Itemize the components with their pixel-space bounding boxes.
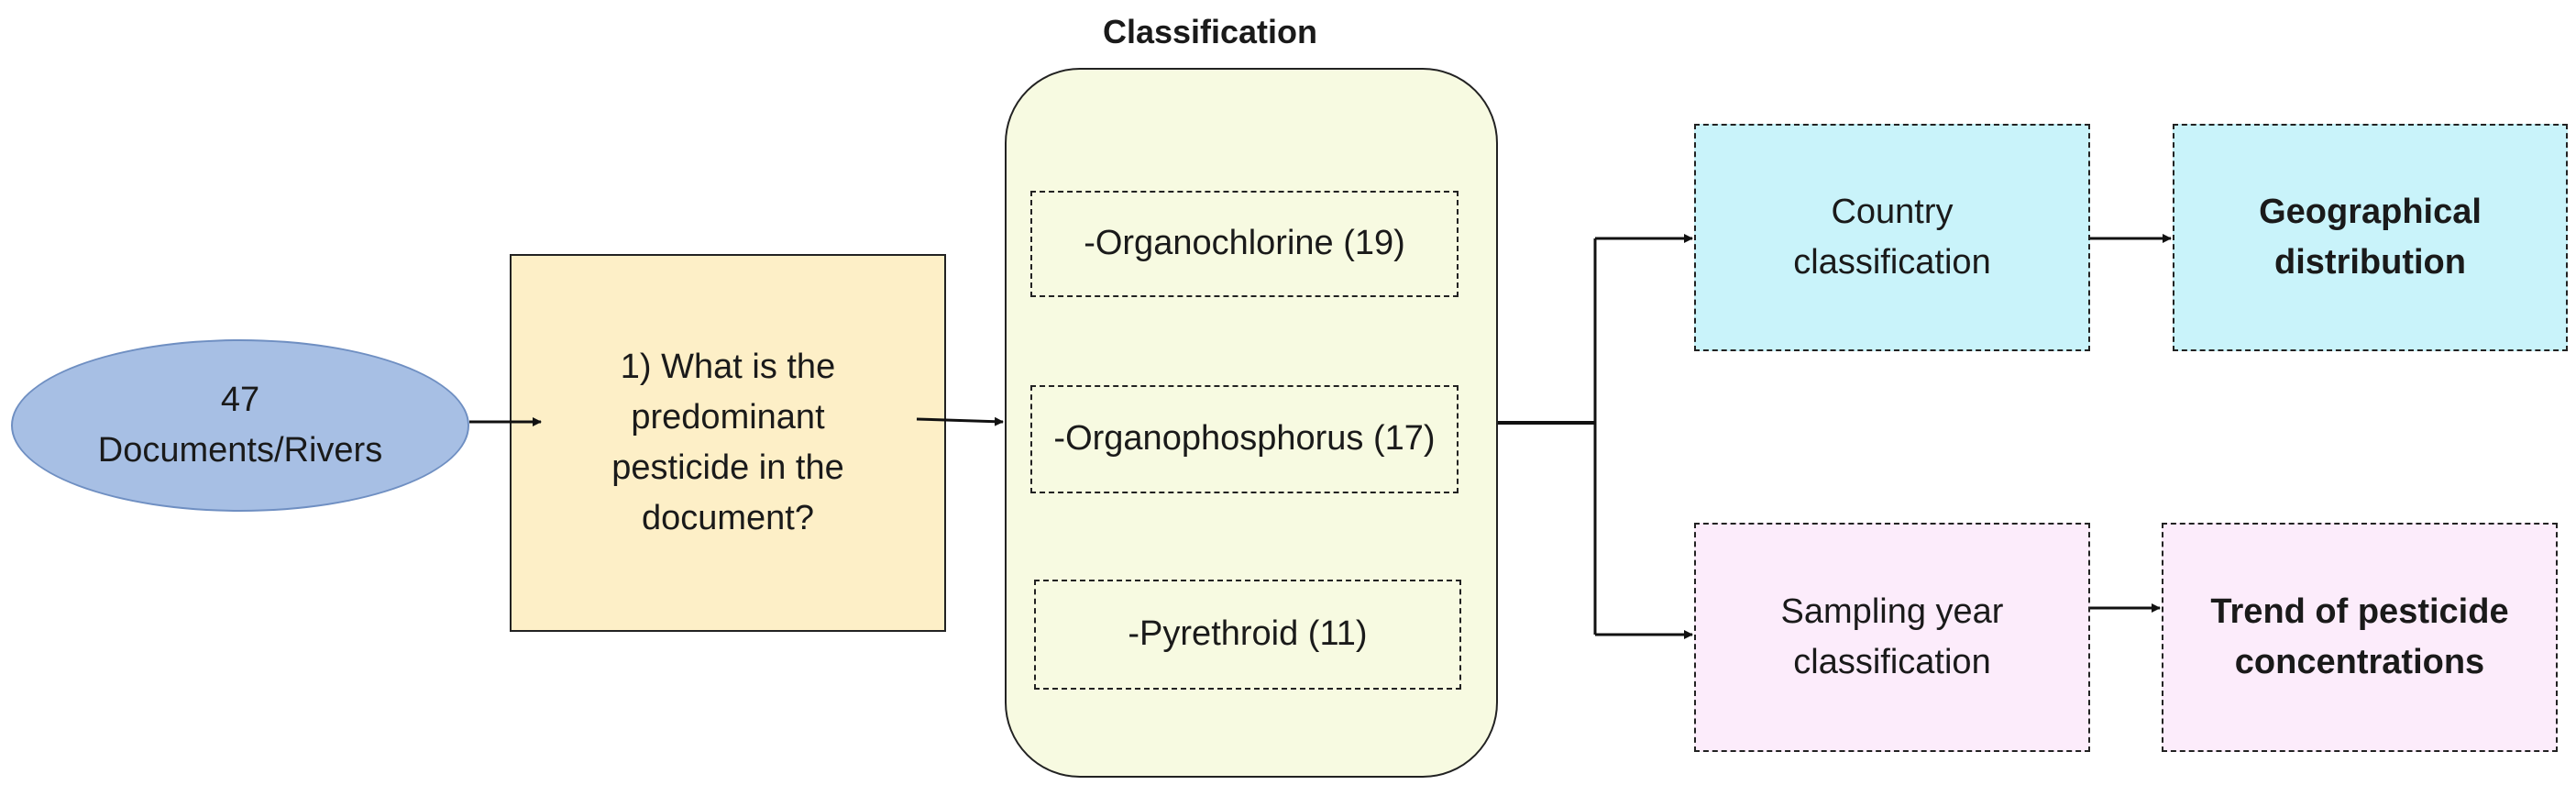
classification-item-organochlorine: -Organochlorine (19) (1030, 191, 1459, 297)
arrow-question-to-classification (916, 416, 1004, 426)
classification-panel (1005, 68, 1498, 778)
sampling-year-label: Sampling year classification (1780, 591, 2004, 681)
classification-item-organophosphorus: -Organophosphorus (17) (1030, 385, 1459, 493)
pesticide-trend-label: Trend of pesticide concentrations (2210, 591, 2509, 681)
documents-rivers-label: 47 Documents/Rivers (97, 380, 383, 470)
classification-title: Classification (1102, 13, 1318, 50)
country-classification-label: Country classification (1793, 192, 1991, 282)
classification-item-label: -Organophosphorus (17) (1053, 419, 1436, 459)
documents-rivers-node: 47 Documents/Rivers (11, 339, 469, 512)
pesticide-trend-node: Trend of pesticide concentrations (2162, 523, 2558, 752)
question-label: 1) What is the predominant pesticide in … (611, 347, 844, 538)
geographical-distribution-label: Geographical distribution (2259, 192, 2482, 282)
sampling-year-classification-node: Sampling year classification (1694, 523, 2090, 752)
predominant-pesticide-question-node: 1) What is the predominant pesticide in … (510, 254, 946, 632)
classification-item-pyrethroid: -Pyrethroid (11) (1034, 580, 1461, 690)
classification-item-label: -Organochlorine (19) (1084, 224, 1405, 263)
classification-item-label: -Pyrethroid (11) (1128, 614, 1368, 654)
geographical-distribution-node: Geographical distribution (2173, 124, 2568, 351)
country-classification-node: Country classification (1694, 124, 2090, 351)
